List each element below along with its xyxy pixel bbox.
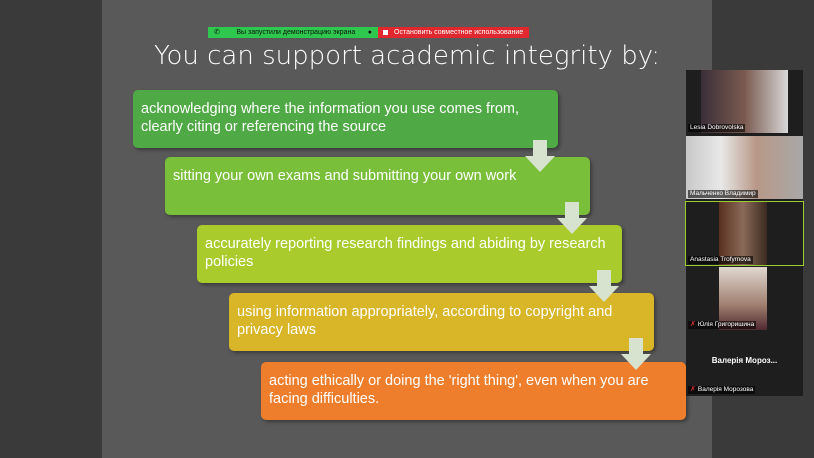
down-arrow-icon — [589, 270, 619, 302]
video-feed — [701, 70, 788, 133]
participant-tile[interactable]: Мальченко Владимир — [686, 136, 803, 199]
step-2: sitting your own exams and submitting yo… — [165, 157, 590, 215]
step-1: acknowledging where the information you … — [133, 90, 558, 148]
down-arrow-icon — [557, 202, 587, 234]
participant-tile[interactable]: Lesia Dobrovolska — [686, 70, 803, 133]
stop-icon — [383, 30, 388, 35]
video-feed — [686, 136, 803, 199]
down-arrow-icon — [621, 338, 651, 370]
participant-tile[interactable]: Валерія Мороз...✗Валерія Морозова — [686, 332, 803, 395]
video-feed — [719, 267, 767, 330]
participant-tile-active[interactable]: Anastasia Trofymova — [685, 201, 804, 266]
video-feed — [719, 202, 767, 265]
shield-icon: ● — [367, 29, 372, 36]
screen-share-status: ✆Вы запустили демонстрацию экрана● — [208, 27, 378, 38]
slide-title: You can support academic integrity by: — [154, 41, 660, 71]
participant-tile[interactable]: ✗Юлія Григоришина — [686, 267, 803, 330]
step-5: acting ethically or doing the 'right thi… — [261, 362, 686, 420]
muted-mic-icon: ✗ — [690, 321, 696, 328]
stop-share-button[interactable]: Остановить совместное использование — [378, 27, 530, 38]
down-arrow-icon — [525, 140, 555, 172]
participants-panel: Lesia Dobrovolska Мальченко Владимир Ana… — [685, 70, 804, 396]
muted-mic-icon: ✗ — [690, 386, 696, 393]
step-3: accurately reporting research findings a… — [197, 225, 622, 283]
share-icon: ✆ — [214, 29, 220, 36]
step-4: using information appropriately, accordi… — [229, 293, 654, 351]
